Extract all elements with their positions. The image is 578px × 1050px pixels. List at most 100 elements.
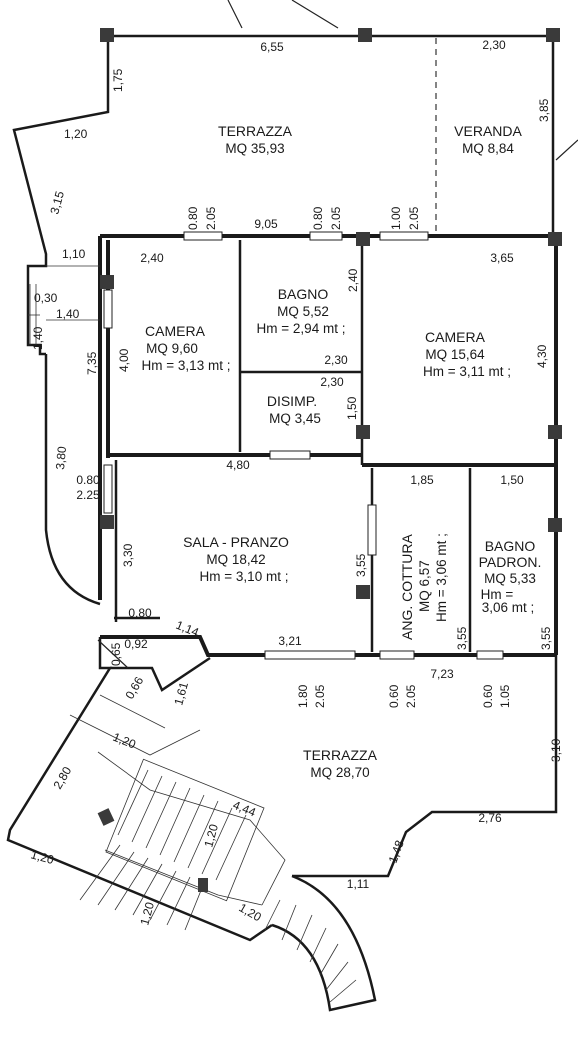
svg-text:7,23: 7,23 (430, 667, 454, 681)
svg-text:0.80: 0.80 (186, 206, 200, 230)
svg-text:2,40: 2,40 (140, 251, 164, 265)
svg-text:0.80: 0.80 (311, 206, 325, 230)
svg-text:1,40: 1,40 (56, 307, 80, 321)
svg-text:MQ 18,42: MQ 18,42 (206, 552, 265, 567)
svg-text:VERANDA: VERANDA (454, 123, 522, 139)
svg-text:2,30: 2,30 (320, 375, 344, 389)
svg-text:3,55: 3,55 (539, 626, 553, 650)
svg-text:0,66: 0,66 (122, 674, 146, 702)
svg-text:2,30: 2,30 (482, 38, 506, 52)
svg-text:2.05: 2.05 (404, 684, 418, 708)
windows (103, 231, 504, 660)
svg-text:0,30: 0,30 (34, 291, 58, 305)
svg-text:3,55: 3,55 (354, 553, 368, 577)
svg-text:2.05: 2.05 (407, 206, 421, 230)
svg-text:DISIMP.: DISIMP. (267, 393, 317, 409)
svg-text:Hm =: Hm = (481, 587, 514, 602)
svg-text:Hm = 3,10 mt ;: Hm = 3,10 mt ; (200, 569, 289, 584)
svg-text:Hm = 3,06 mt ;: Hm = 3,06 mt ; (434, 533, 449, 622)
svg-text:1,20: 1,20 (64, 127, 88, 141)
svg-text:3,06 mt ;: 3,06 mt ; (482, 600, 535, 615)
svg-text:1,10: 1,10 (62, 247, 86, 261)
dimension-labels: 6,55 2,30 1,75 1,20 3,15 3,85 0.80 2.05 … (29, 38, 563, 927)
svg-text:1,40: 1,40 (31, 326, 45, 350)
svg-text:Hm = 3,11 mt ;: Hm = 3,11 mt ; (423, 364, 511, 379)
svg-text:2,76: 2,76 (478, 811, 502, 825)
svg-text:1,61: 1,61 (171, 680, 191, 706)
svg-text:2,40: 2,40 (346, 268, 360, 292)
room-veranda: VERANDA MQ 8,84 (454, 123, 522, 156)
svg-text:0,65: 0,65 (109, 642, 123, 666)
svg-text:Hm = 3,13 mt ;: Hm = 3,13 mt ; (142, 358, 231, 373)
west-bay (26, 264, 101, 606)
svg-text:TERRAZZA: TERRAZZA (303, 747, 378, 763)
room-camera-right: CAMERA MQ 15,64 Hm = 3,11 mt ; (423, 329, 511, 379)
svg-text:Hm = 2,94 mt ;: Hm = 2,94 mt ; (257, 321, 346, 336)
svg-text:0,80: 0,80 (128, 606, 152, 620)
svg-text:4,80: 4,80 (226, 458, 250, 472)
room-terrazza-bottom: TERRAZZA MQ 28,70 (303, 747, 378, 780)
svg-text:MQ 9,60: MQ 9,60 (146, 341, 198, 356)
svg-text:1,20: 1,20 (29, 847, 55, 867)
svg-text:3,10: 3,10 (549, 738, 563, 762)
svg-text:BAGNO: BAGNO (485, 538, 536, 554)
svg-text:PADRON.: PADRON. (479, 554, 542, 570)
svg-text:ANG. COTTURA: ANG. COTTURA (399, 534, 415, 640)
svg-text:3,55: 3,55 (455, 626, 469, 650)
lower-terrace-outline (271, 655, 558, 1012)
room-camera-left: CAMERA MQ 9,60 Hm = 3,13 mt ; (142, 323, 231, 373)
svg-text:MQ 8,84: MQ 8,84 (462, 141, 514, 156)
svg-text:1.00: 1.00 (389, 206, 403, 230)
svg-text:2.25: 2.25 (76, 488, 100, 502)
svg-text:3,80: 3,80 (53, 445, 69, 470)
svg-text:2.05: 2.05 (313, 684, 327, 708)
svg-text:2.05: 2.05 (329, 206, 343, 230)
svg-text:1,11: 1,11 (347, 877, 370, 891)
room-terrazza-top: TERRAZZA MQ 35,93 (218, 123, 293, 156)
svg-text:MQ 35,93: MQ 35,93 (225, 141, 284, 156)
svg-text:7,35: 7,35 (85, 351, 99, 375)
svg-text:CAMERA: CAMERA (425, 329, 486, 345)
svg-text:3,15: 3,15 (47, 189, 67, 215)
staircase (6, 637, 357, 1003)
svg-text:1,20: 1,20 (237, 900, 265, 924)
svg-text:CAMERA: CAMERA (145, 323, 206, 339)
room-disimpegno: DISIMP. MQ 3,45 (267, 393, 321, 426)
svg-text:1,75: 1,75 (111, 68, 125, 92)
svg-text:MQ 5,33: MQ 5,33 (484, 571, 536, 586)
svg-text:4,00: 4,00 (117, 348, 131, 372)
svg-text:2,80: 2,80 (50, 764, 74, 792)
svg-text:1,20: 1,20 (137, 900, 157, 926)
svg-text:3,65: 3,65 (490, 251, 514, 265)
svg-text:2,30: 2,30 (324, 353, 348, 367)
svg-text:1.80: 1.80 (296, 684, 310, 708)
room-bagno: BAGNO MQ 5,52 Hm = 2,94 mt ; (257, 286, 346, 336)
svg-text:1.05: 1.05 (498, 684, 512, 708)
svg-text:TERRAZZA: TERRAZZA (218, 123, 293, 139)
svg-text:1,20: 1,20 (201, 822, 221, 848)
svg-text:MQ 5,52: MQ 5,52 (277, 304, 329, 319)
svg-text:BAGNO: BAGNO (278, 286, 329, 302)
svg-text:1,20: 1,20 (111, 730, 138, 752)
svg-text:MQ 3,45: MQ 3,45 (269, 411, 321, 426)
svg-text:0.60: 0.60 (387, 684, 401, 708)
svg-text:4,30: 4,30 (535, 344, 549, 368)
room-sala-pranzo: SALA - PRANZO MQ 18,42 Hm = 3,10 mt ; (183, 534, 289, 584)
svg-text:1,50: 1,50 (500, 473, 524, 487)
svg-text:1,85: 1,85 (410, 473, 434, 487)
svg-text:1,50: 1,50 (345, 396, 359, 420)
svg-text:1,48: 1,48 (386, 838, 407, 865)
svg-text:3,85: 3,85 (537, 98, 551, 122)
svg-text:MQ 28,70: MQ 28,70 (310, 765, 369, 780)
svg-text:SALA - PRANZO: SALA - PRANZO (183, 534, 289, 550)
svg-text:3,30: 3,30 (121, 543, 135, 567)
svg-text:MQ 6,57: MQ 6,57 (417, 560, 432, 612)
upper-terrace-outline (12, 0, 578, 268)
svg-text:4,44: 4,44 (231, 798, 258, 820)
svg-text:6,55: 6,55 (260, 40, 284, 54)
svg-text:3,21: 3,21 (278, 634, 302, 648)
svg-text:2.05: 2.05 (204, 206, 218, 230)
svg-text:0,92: 0,92 (124, 637, 148, 651)
svg-text:0.80: 0.80 (76, 473, 100, 487)
